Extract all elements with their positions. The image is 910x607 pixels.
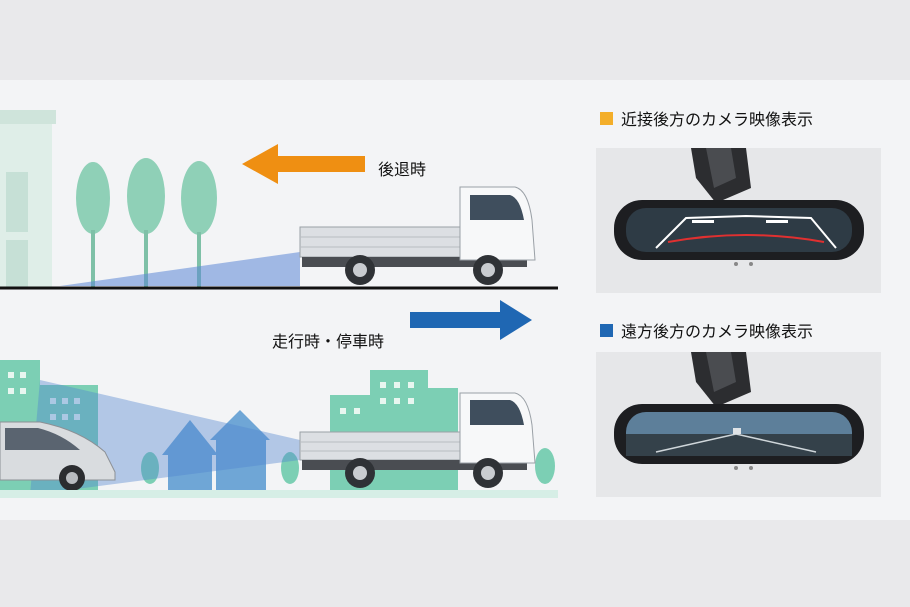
illustration-panel: 後退時 [0, 80, 910, 520]
road [0, 490, 558, 498]
legend-near-text: 近接後方のカメラ映像表示 [621, 110, 814, 129]
rear-camera-beam [60, 252, 300, 286]
legend-far-text: 遠方後方のカメラ映像表示 [621, 322, 814, 341]
truck-bottom [299, 392, 536, 488]
reverse-label: 後退時 [378, 160, 427, 179]
mirror-far-photo [596, 352, 881, 497]
mirror-near-photo [596, 148, 881, 293]
reverse-scene [0, 110, 558, 290]
building-windows [8, 372, 414, 420]
trees [76, 158, 217, 288]
truck-top [299, 186, 536, 285]
legend-far: 遠方後方のカメラ映像表示 [600, 318, 813, 342]
forward-arrow [410, 300, 532, 340]
driving-label: 走行時・停車時 [272, 332, 385, 351]
reverse-arrow [242, 144, 365, 184]
houses [162, 410, 270, 490]
building [0, 110, 56, 288]
legend-far-swatch [600, 323, 613, 337]
driving-scene [0, 300, 558, 498]
legend-near-swatch [600, 111, 613, 125]
legend-near: 近接後方のカメラ映像表示 [600, 106, 813, 130]
small-trees [141, 448, 555, 484]
following-car [0, 421, 116, 491]
